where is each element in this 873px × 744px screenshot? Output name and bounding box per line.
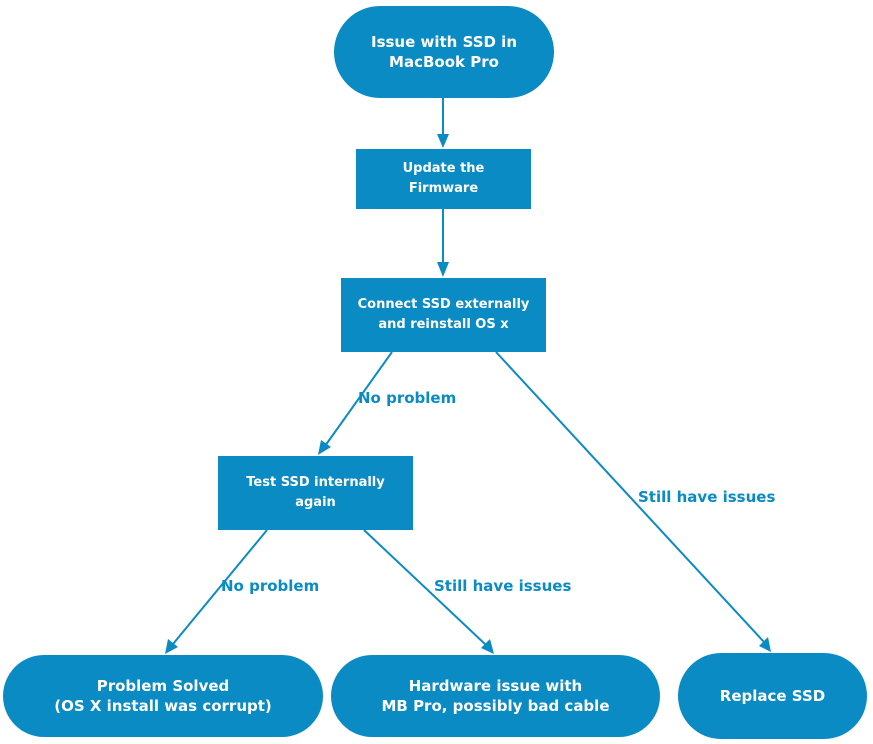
- node-test-internal: Test SSD internally again: [218, 456, 413, 530]
- arrowhead-icon: [165, 639, 178, 654]
- edge-label-still-have-issues-2: Still have issues: [434, 577, 572, 595]
- node-test-internal-label: Test SSD internally again: [246, 475, 385, 510]
- edge-label-no-problem-1: No problem: [358, 389, 457, 407]
- node-replace-ssd: Replace SSD: [678, 653, 867, 739]
- node-update-firmware-label: Update the Firmware: [402, 161, 485, 196]
- node-start: Issue with SSD in MacBook Pro: [334, 6, 554, 98]
- arrowhead-icon: [437, 262, 449, 277]
- node-hardware-issue: Hardware issue with MB Pro, possibly bad…: [331, 655, 660, 737]
- edge-connect-to-test: [324, 351, 393, 447]
- arrowhead-icon: [437, 134, 449, 148]
- node-connect-external: Connect SSD externally and reinstall OS …: [341, 278, 546, 352]
- node-hardware-issue-label: Hardware issue with MB Pro, possibly bad…: [381, 677, 610, 715]
- edge-label-still-have-issues-1: Still have issues: [638, 488, 776, 506]
- edge-label-no-problem-2: No problem: [221, 577, 320, 595]
- edge-test-to-hardware: [363, 529, 487, 646]
- node-replace-ssd-label: Replace SSD: [719, 687, 826, 705]
- edge-test-to-solved: [172, 529, 268, 645]
- node-start-label: Issue with SSD in MacBook Pro: [370, 33, 517, 71]
- edge-connect-to-replace: [495, 351, 765, 643]
- node-connect-external-label: Connect SSD externally and reinstall OS …: [357, 297, 530, 332]
- arrowhead-icon: [481, 639, 494, 654]
- node-update-firmware: Update the Firmware: [356, 149, 531, 209]
- arrowhead-icon: [318, 440, 331, 455]
- arrowhead-icon: [759, 637, 771, 652]
- node-problem-solved-label: Problem Solved (OS X install was corrupt…: [54, 677, 272, 715]
- node-problem-solved: Problem Solved (OS X install was corrupt…: [3, 655, 323, 737]
